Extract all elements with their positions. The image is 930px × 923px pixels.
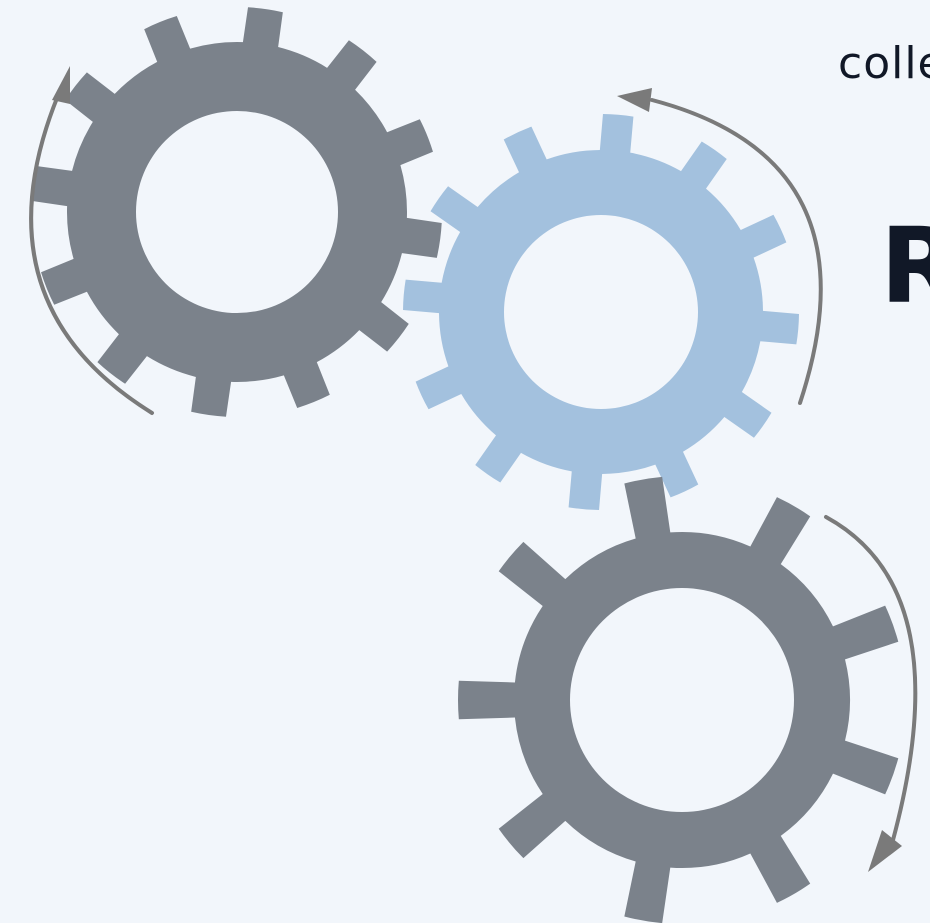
- gear-middle-icon: [403, 114, 799, 510]
- gear-bottom-icon: [458, 476, 899, 923]
- top-text-fragment: colle: [838, 38, 930, 89]
- rotation-arrow-icon: [617, 88, 823, 405]
- rotation-arrow-icon: [29, 66, 154, 415]
- gear-top-left-icon: [32, 7, 442, 417]
- heading-fragment: R: [880, 205, 930, 327]
- rotation-arrow-icon: [824, 515, 918, 872]
